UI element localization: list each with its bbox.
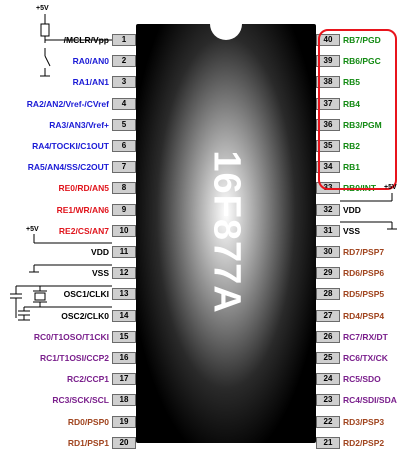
pin-label-12: VSS <box>91 268 109 278</box>
pin-label-10: RE2/CS/AN7 <box>58 226 109 236</box>
reset-switch-lever <box>44 55 51 67</box>
pin-11: 11 <box>112 246 136 258</box>
pin-12: 12 <box>112 267 136 279</box>
crystal <box>34 292 46 301</box>
pin-label-38: RB5 <box>343 77 361 87</box>
pin-31: 31 <box>316 225 340 237</box>
pin-label-16: RC1/T1OSI/CCP2 <box>40 353 109 363</box>
pin-label-31: VSS <box>343 226 361 236</box>
pin-label-19: RD0/PSP0 <box>67 417 109 427</box>
pin-34: 34 <box>316 161 340 173</box>
pin-label-8: RE0/RD/AN5 <box>58 183 109 193</box>
pin-7: 7 <box>112 161 136 173</box>
pin-24: 24 <box>316 373 340 385</box>
pin-label-29: RD6/PSP6 <box>343 268 385 278</box>
pin-20: 20 <box>112 437 136 449</box>
pin-10: 10 <box>112 225 136 237</box>
vcc-left-label: +5V <box>26 226 39 233</box>
pin-37: 37 <box>316 98 340 110</box>
pin-label-34: RB1 <box>343 162 361 172</box>
pin-32: 32 <box>316 204 340 216</box>
pin-label-20: RD1/PSP1 <box>67 438 109 448</box>
pin-label-32: VDD <box>343 205 361 215</box>
pin-15: 15 <box>112 331 136 343</box>
portb-highlight-box <box>318 29 397 190</box>
pin-label-40: RB7/PGD <box>343 35 381 45</box>
pin-label-27: RD4/PSP4 <box>343 311 385 321</box>
pin-16: 16 <box>112 352 136 364</box>
pin-label-9: RE1/WR/AN6 <box>56 205 109 215</box>
pin-label-35: RB2 <box>343 141 361 151</box>
pin-label-3: RA1/AN1 <box>72 77 109 87</box>
pin-label-17: RC2/CCP1 <box>66 374 109 384</box>
pin-14: 14 <box>112 310 136 322</box>
pin-5: 5 <box>112 119 136 131</box>
pin-30: 30 <box>316 246 340 258</box>
pin-label-6: RA4/TOCKI/C1OUT <box>32 141 109 151</box>
pin-21: 21 <box>316 437 340 449</box>
pin-2: 2 <box>112 55 136 67</box>
pin-label-23: RC4/SDI/SDA <box>343 395 397 405</box>
mclr-resistor <box>40 23 50 37</box>
pin-label-39: RB6/PGC <box>343 56 381 66</box>
pin-6: 6 <box>112 140 136 152</box>
pin-28: 28 <box>316 288 340 300</box>
pin-label-25: RC6/TX/CK <box>343 353 388 363</box>
pin-27: 27 <box>316 310 340 322</box>
pin-label-4: RA2/AN2/Vref-/CVref <box>26 99 109 109</box>
pin-label-14: OSC2/CLK0 <box>61 311 109 321</box>
pin-29: 29 <box>316 267 340 279</box>
pin-label-21: RD2/PSP2 <box>343 438 385 448</box>
vcc-top-label: +5V <box>36 5 49 12</box>
pin-label-7: RA5/AN4/SS/C2OUT <box>27 162 109 172</box>
vcc-right-label: +5V <box>384 184 397 191</box>
pin-label-5: RA3/AN3/Vref+ <box>49 120 109 130</box>
pin-36: 36 <box>316 119 340 131</box>
pin-label-2: RA0/AN0 <box>72 56 109 66</box>
pin-22: 22 <box>316 416 340 428</box>
pin-label-24: RC5/SDO <box>343 374 381 384</box>
pin-label-11: VDD <box>91 247 109 257</box>
pin-35: 35 <box>316 140 340 152</box>
pin-39: 39 <box>316 55 340 67</box>
pin-19: 19 <box>112 416 136 428</box>
pin-25: 25 <box>316 352 340 364</box>
pin-label-37: RB4 <box>343 99 361 109</box>
pin-label-36: RB3/PGM <box>343 120 382 130</box>
pin-38: 38 <box>316 76 340 88</box>
pin-1: 1 <box>112 34 136 46</box>
pin-label-22: RD3/PSP3 <box>343 417 385 427</box>
pin-3: 3 <box>112 76 136 88</box>
pin-17: 17 <box>112 373 136 385</box>
pin-23: 23 <box>316 394 340 406</box>
pin-13: 13 <box>112 288 136 300</box>
pin-label-18: RC3/SCK/SCL <box>52 395 109 405</box>
chip-body <box>136 24 316 443</box>
pin-label-13: OSC1/CLKI <box>63 289 109 299</box>
pin-9: 9 <box>112 204 136 216</box>
pin-label-26: RC7/RX/DT <box>343 332 388 342</box>
pin-8: 8 <box>112 182 136 194</box>
pin-4: 4 <box>112 98 136 110</box>
pin-label-30: RD7/PSP7 <box>343 247 385 257</box>
chip-notch <box>210 24 242 40</box>
pin-18: 18 <box>112 394 136 406</box>
pin-label-15: RC0/T1OSO/T1CKI <box>33 332 109 342</box>
pin-label-28: RD5/PSP5 <box>343 289 385 299</box>
pin-26: 26 <box>316 331 340 343</box>
